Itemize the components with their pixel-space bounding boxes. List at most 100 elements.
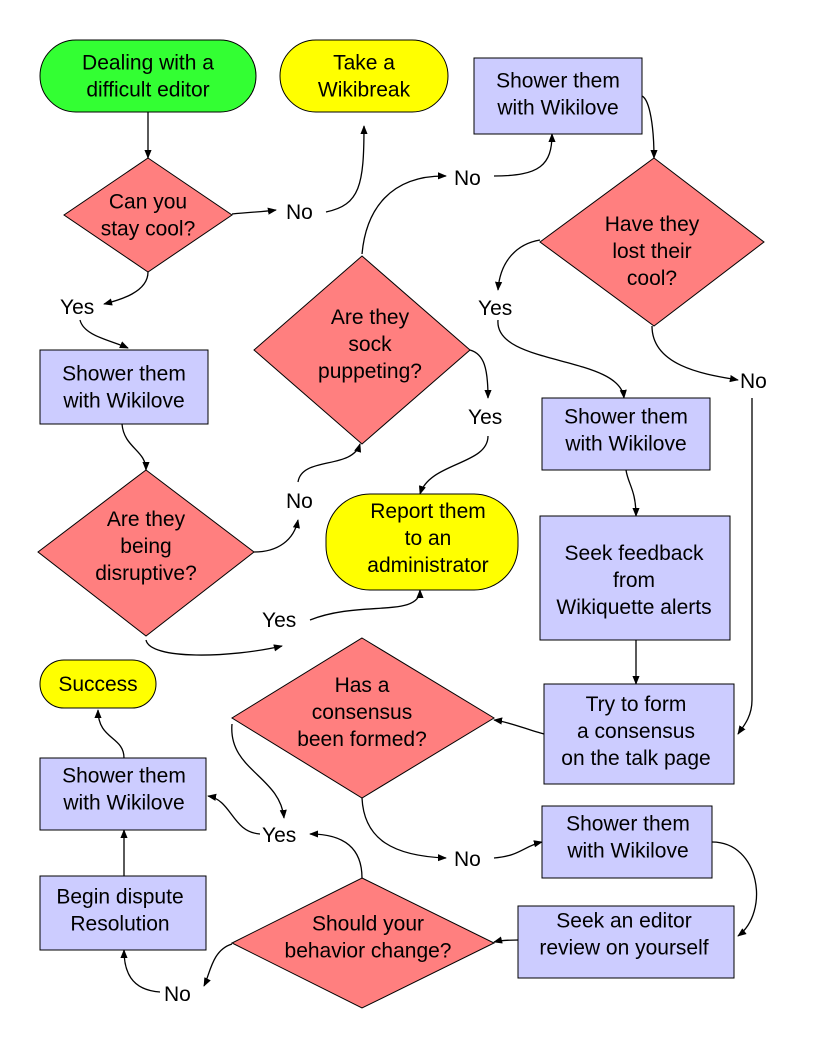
node-label-line: on the talk page xyxy=(561,747,710,770)
node-label-line: Are they xyxy=(107,508,186,531)
edge-wikilove-mid-to-wikiquette xyxy=(625,469,640,517)
node-label-line: with Wikilove xyxy=(62,792,184,815)
edge-label-sock-yes: Yes xyxy=(468,406,502,429)
edge-label-sock-no: No xyxy=(454,167,481,190)
wikilove-mid-label: Shower them with Wikilove xyxy=(564,406,688,456)
edge-no-to-sock xyxy=(297,443,362,483)
node-label-line: to an xyxy=(405,527,452,550)
edge-yes-to-wikilove-left xyxy=(207,793,261,835)
start-terminator xyxy=(39,39,257,113)
nodes: Dealing with a difficult editor Take a Wik… xyxy=(37,39,765,1009)
wikilove-box-mid xyxy=(541,397,711,471)
edge-label-consensus-yes: Yes xyxy=(262,824,296,847)
node-label-line: been formed? xyxy=(297,728,427,751)
wikilove-box-low xyxy=(541,805,713,879)
start-label: Dealing with a difficult editor xyxy=(82,52,214,102)
edges xyxy=(79,95,758,993)
edge-behavior-no xyxy=(203,943,233,987)
node-label-line: Success xyxy=(58,673,137,696)
node-label-line: Should your xyxy=(312,913,424,936)
node-label-line: Take a xyxy=(333,52,395,75)
node-label-line: stay cool? xyxy=(101,218,196,241)
node-label-line: Seek feedback xyxy=(565,542,704,565)
editor-review-box xyxy=(517,905,735,979)
node-label-line: Can you xyxy=(109,191,187,214)
should-behavior-change-decision xyxy=(230,877,496,1009)
edge-wikilove-left-to-success xyxy=(94,709,125,759)
wikilove-box-left xyxy=(39,757,207,831)
node-label-line: Try to form xyxy=(586,693,687,716)
edge-wikilove-low-to-review xyxy=(711,841,758,937)
edge-no-to-wikibreak xyxy=(325,125,368,213)
node-label-line: being xyxy=(120,535,171,558)
have-they-lost-cool-decision xyxy=(539,157,765,327)
node-label-line: difficult editor xyxy=(86,79,209,102)
node-label-line: administrator xyxy=(367,554,488,577)
success-label: Success xyxy=(58,673,137,696)
node-label-line: with Wikilove xyxy=(566,840,688,863)
wikiquette-alerts-box xyxy=(539,515,731,641)
edge-yes-to-wikilove-mid xyxy=(497,319,627,399)
node-label-line: Begin dispute xyxy=(56,886,183,909)
node-label-line: sock xyxy=(348,333,392,356)
node-label-line: Shower them xyxy=(566,813,690,836)
wikibreak-terminator xyxy=(279,39,449,113)
edge-no-to-wikilove-low xyxy=(493,840,543,859)
wikilove-box-top xyxy=(473,57,643,135)
edge-label-disruptive-yes: Yes xyxy=(262,609,296,632)
wikilove-left-label: Shower them with Wikilove xyxy=(62,765,186,815)
edge-lost-yes xyxy=(494,239,541,291)
wikilove-1-label: Shower them with Wikilove xyxy=(62,363,186,413)
wikilove-box-1 xyxy=(39,349,209,425)
node-label-line: behavior change? xyxy=(285,940,452,963)
node-label-line: cool? xyxy=(627,267,677,290)
edge-behavior-up-yes xyxy=(309,830,363,879)
editor-review-label: Seek an editor review on yourself xyxy=(539,910,708,960)
q-cool-label: Can you stay cool? xyxy=(101,191,196,241)
node-label-line: Shower them xyxy=(62,765,186,788)
form-consensus-box xyxy=(543,683,735,785)
are-they-disruptive-decision xyxy=(37,469,255,637)
node-label-line: Have they xyxy=(605,213,700,236)
node-label-line: Wikibreak xyxy=(318,79,411,102)
node-label-line: Dealing with a xyxy=(82,52,214,75)
edge-cool-no xyxy=(231,207,277,215)
edge-label-disruptive-no: No xyxy=(286,490,313,513)
edge-no-to-consensus-form xyxy=(737,398,753,735)
node-label-line: Seek an editor xyxy=(556,910,691,933)
edge-wikilove-top-to-lost xyxy=(641,95,658,159)
node-label-line: Wikiquette alerts xyxy=(556,596,711,619)
node-label-line: Resolution xyxy=(70,913,169,936)
edge-wikilove1-to-disruptive xyxy=(121,423,150,471)
edge-lost-no xyxy=(651,325,739,383)
edge-labels: No Yes No Yes No Yes Yes No Yes No No xyxy=(60,167,767,1006)
edge-sock-up-no xyxy=(361,172,447,255)
node-label-line: review on yourself xyxy=(539,937,708,960)
node-label-line: with Wikilove xyxy=(62,390,184,413)
edge-review-to-behavior xyxy=(493,936,519,944)
node-label-line: Shower them xyxy=(62,363,186,386)
edge-label-lost-yes: Yes xyxy=(478,297,512,320)
edge-consensus-no xyxy=(361,797,447,862)
edge-no-to-wikilove-top xyxy=(493,133,556,177)
edge-label-cool-no: No xyxy=(286,201,313,224)
wikibreak-label: Take a Wikibreak xyxy=(318,52,411,102)
edge-sock-yes xyxy=(469,349,492,399)
node-label-line: Report them xyxy=(370,500,486,523)
edge-consensus-yes xyxy=(231,723,287,819)
node-label-line: with Wikilove xyxy=(564,433,686,456)
node-label-line: Shower them xyxy=(564,406,688,429)
edge-consensus-form-to-q xyxy=(493,717,545,735)
node-label-line: Are they xyxy=(331,306,410,329)
edge-disruptive-yes xyxy=(145,639,283,656)
node-label-line: a consensus xyxy=(577,720,695,743)
node-label-line: lost their xyxy=(612,240,691,263)
node-label-line: Shower them xyxy=(496,70,620,93)
edge-cool-yes xyxy=(103,271,149,306)
